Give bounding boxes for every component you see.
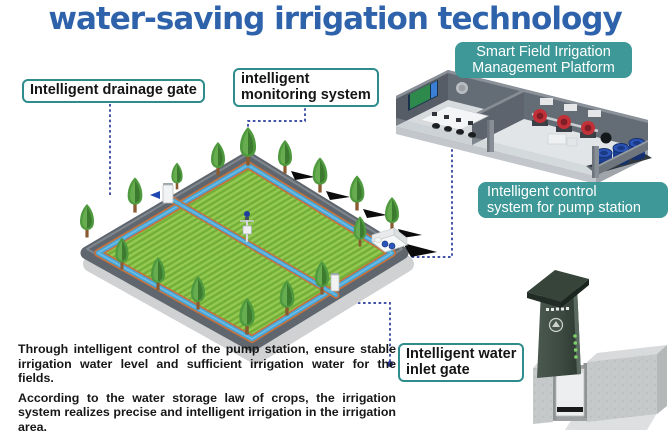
monitoring-station-device [240,211,254,242]
drainage-gate-device [150,183,174,204]
field-inlet-gate-device [330,273,340,292]
label-line: intelligent [241,71,310,87]
label-monitoring-system: intelligent monitoring system [233,68,379,107]
red-pumps [531,109,612,144]
label-management-platform: Smart Field Irrigation Management Platfo… [455,42,632,78]
description-paragraph-1: Through intelligent control of the pump … [18,342,396,385]
label-water-inlet-gate: Intelligent water inlet gate [398,343,525,382]
irrigation-field-illustration [80,127,437,364]
page-title: water-saving irrigation technology [48,1,622,37]
label-line: Smart Field Irrigation [476,44,611,60]
control-room-screen [408,80,438,111]
description-paragraph-2: According to the water storage law of cr… [18,390,396,434]
pump-station-illustration [396,70,652,184]
label-line: Intelligent drainage gate [30,82,197,98]
gate-pillar-details [546,307,578,359]
label-line: Management Platform [472,60,615,76]
description-text: Through intelligent control of the pump … [18,342,396,434]
label-line: Intelligent water [406,346,517,362]
inlet-gate-illustration [527,270,667,430]
label-pump-control-system: Intelligent control system for pump stat… [478,182,668,218]
gate-panel [555,368,585,417]
label-line: Intelligent control [487,184,597,200]
label-line: monitoring system [241,86,371,103]
label-drainage-gate: Intelligent drainage gate [22,79,205,103]
label-line: system for pump station [487,200,641,216]
field-pump-house [371,227,408,253]
label-line: inlet gate [406,361,470,378]
